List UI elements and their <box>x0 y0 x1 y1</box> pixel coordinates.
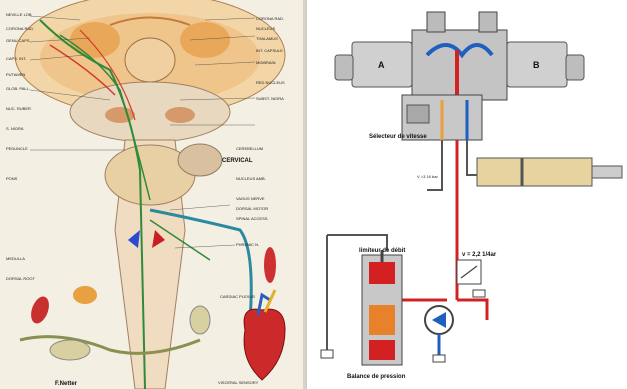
label-medulla: MEDULLA <box>6 256 25 261</box>
label-caps-int: CAPS. INT. <box>6 56 26 61</box>
cylinder <box>477 158 592 186</box>
tank-pump <box>433 355 445 362</box>
heart <box>244 309 285 380</box>
balance-red-bottom <box>369 340 395 360</box>
label-balance: Balance de pression <box>347 374 406 380</box>
valve-body <box>412 30 507 100</box>
label-r-nucleus: NUCLEUS <box>256 26 275 31</box>
bottom-nerve-plexus <box>20 337 200 354</box>
left-nucleus <box>70 22 120 58</box>
ganglion-right <box>190 306 210 334</box>
red-nucleus-left <box>105 107 135 123</box>
label-r-dorsal-motor: DORSAL MOTOR <box>236 206 268 211</box>
label-selector: Sélecteur de vitesse <box>369 134 427 140</box>
label-r-red-nucleus: RED NUCLEUS <box>256 80 285 85</box>
label-r-cardiac: CARDIAC PLEXUS <box>220 294 255 299</box>
red-nucleus-right <box>165 107 195 123</box>
label-limiter: limiteur de débit <box>359 248 405 254</box>
red-pipe-to-pump <box>457 300 487 320</box>
label-cervical: CERVICAL <box>222 158 253 164</box>
label-r-corona: CORONA RAD. <box>256 16 284 21</box>
artery <box>264 247 276 283</box>
label-r-midbrain: MIDBRAIN <box>256 60 276 65</box>
piston-rod <box>592 166 622 178</box>
valve-knob-left <box>427 12 445 32</box>
label-r-phrenic: PHRENIC N. <box>236 242 259 247</box>
label-r-visceral: VISCERAL SENSORY <box>218 380 259 385</box>
label-pressure: v = 2,2 1/4ar <box>462 252 497 258</box>
tank-left <box>321 350 333 358</box>
balance-orange-chamber <box>369 305 395 335</box>
label-corona-rad: CORONA RAD. <box>6 26 34 31</box>
thalamus <box>125 38 175 82</box>
label-neville-lob: NEVILLE LOB <box>6 12 32 17</box>
label-putamen: PUTAMEN <box>6 72 25 77</box>
label-solenoid-b: B <box>533 60 540 70</box>
label-glob-pall: GLOB. PALL. <box>6 86 30 91</box>
solenoid-b-cap <box>566 55 584 80</box>
return-line <box>427 140 442 190</box>
label-peduncle: PEDUNCLE <box>6 146 28 151</box>
label-r-subst-nigra: SUBST. NIGRA <box>256 96 284 101</box>
valve-knob-right <box>479 12 497 32</box>
right-nucleus <box>180 22 230 58</box>
selector-knob <box>407 105 429 123</box>
label-port: V =3 16 bar <box>417 174 438 179</box>
cerebellum <box>178 144 222 176</box>
label-s-nigra: S. NIGRA <box>6 126 24 131</box>
tank-relief <box>473 290 485 297</box>
label-pons: PONS <box>6 176 18 181</box>
label-solenoid-a: A <box>378 60 385 70</box>
label-dorsal-root: DORSAL ROOT <box>6 276 36 281</box>
anatomy-illustration: NEVILLE LOB CORONA RAD. GENU CAPS. CAPS.… <box>0 0 303 389</box>
hydraulic-diagram: A B Sélecteur de vitesse <box>306 0 627 389</box>
anatomy-svg: NEVILLE LOB CORONA RAD. GENU CAPS. CAPS.… <box>0 0 303 389</box>
signature: F.Netter <box>55 381 78 387</box>
label-genu-caps: GENU CAPS. <box>6 38 31 43</box>
solenoid-a-cap <box>335 55 353 80</box>
label-r-nucleus-amb: NUCLEUS AMB. <box>236 176 266 181</box>
plexus-cluster <box>50 340 90 360</box>
label-r-cerebellum: CEREBELLUM <box>236 146 263 151</box>
balance-red-chamber <box>369 262 395 284</box>
midbrain-section <box>70 82 230 142</box>
label-r-int-capsule: INT. CAPSULE <box>256 48 283 53</box>
label-r-thalamus: THALAMUS <box>256 36 278 41</box>
ganglion-orange <box>73 286 97 304</box>
label-nuc-ruber: NUC. RUBER <box>6 106 31 111</box>
hydraulic-svg: A B Sélecteur de vitesse <box>307 0 627 389</box>
ganglion-red-left <box>28 294 53 326</box>
label-r-vagus: VAGUS NERVE <box>236 196 265 201</box>
cylinder-feed <box>467 140 477 175</box>
label-r-spinal-access: SPINAL ACCESS. <box>236 216 269 221</box>
